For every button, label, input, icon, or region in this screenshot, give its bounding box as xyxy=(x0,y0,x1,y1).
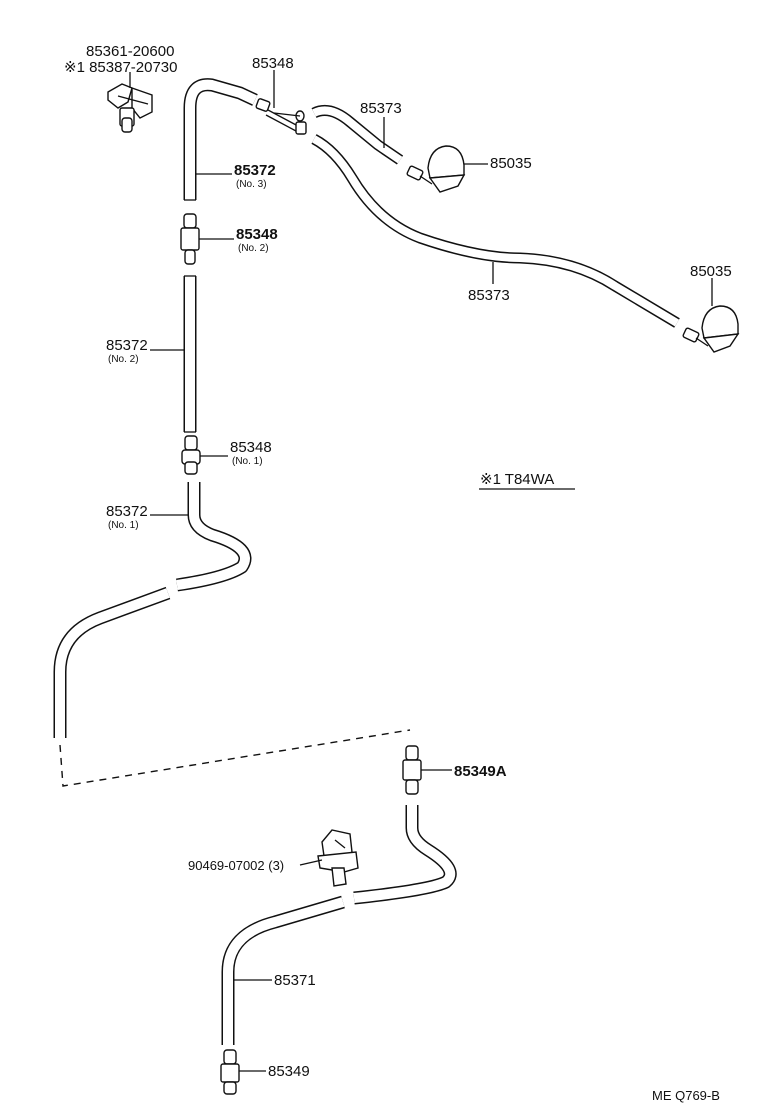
label-hose-long: 85373 xyxy=(468,287,510,304)
nozzle-85035-far xyxy=(682,278,740,353)
hose-85371 xyxy=(221,805,457,1045)
label-hose-no2-sub: (No. 2) xyxy=(108,354,139,365)
continuation-dashed-line xyxy=(59,729,411,787)
label-nozzle-near: 85035 xyxy=(490,155,532,172)
clamp-90469 xyxy=(299,829,359,887)
clip-85361 xyxy=(107,83,153,133)
label-joint-no1: 85348 xyxy=(230,439,272,456)
hose-85373-short xyxy=(311,105,404,165)
label-hose-no3-sub: (No. 3) xyxy=(236,179,267,190)
joint-85348-no1 xyxy=(181,435,228,475)
label-clip-85387: ※1 85387-20730 xyxy=(64,59,178,76)
hose-85372-no3 xyxy=(183,78,258,201)
label-joint-85349: 85349 xyxy=(268,1063,310,1080)
label-hose-no3: 85372 xyxy=(234,162,276,179)
label-joint-no2-sub: (No. 2) xyxy=(238,243,269,254)
joint-85349a xyxy=(402,745,452,795)
label-hose-short: 85373 xyxy=(360,100,402,117)
label-hose-no1-sub: (No. 1) xyxy=(108,520,139,531)
label-note: ※1 T84WA xyxy=(480,471,554,488)
label-joint-no1-sub: (No. 1) xyxy=(232,456,263,467)
label-hose-no2: 85372 xyxy=(106,337,148,354)
joint-85349 xyxy=(220,1049,266,1095)
label-joint-no2: 85348 xyxy=(236,226,278,243)
label-clamp: 90469-07002 (3) xyxy=(188,858,284,873)
joint-85348-no2 xyxy=(180,213,234,265)
label-hose-85371: 85371 xyxy=(274,972,316,989)
label-hose-no1: 85372 xyxy=(106,503,148,520)
label-ref-code: ME Q769-B xyxy=(652,1088,720,1103)
label-joint-85349a: 85349A xyxy=(454,763,507,780)
joint-85348-top xyxy=(255,98,307,135)
label-clip-85361: 85361-20600 xyxy=(86,43,174,60)
hose-85372-no1 xyxy=(53,482,252,738)
hose-85373-long xyxy=(311,134,680,328)
label-joint-top: 85348 xyxy=(252,55,294,72)
nozzle-85035-near xyxy=(406,145,488,193)
hose-85372-no2 xyxy=(183,275,197,433)
label-nozzle-far: 85035 xyxy=(690,263,732,280)
